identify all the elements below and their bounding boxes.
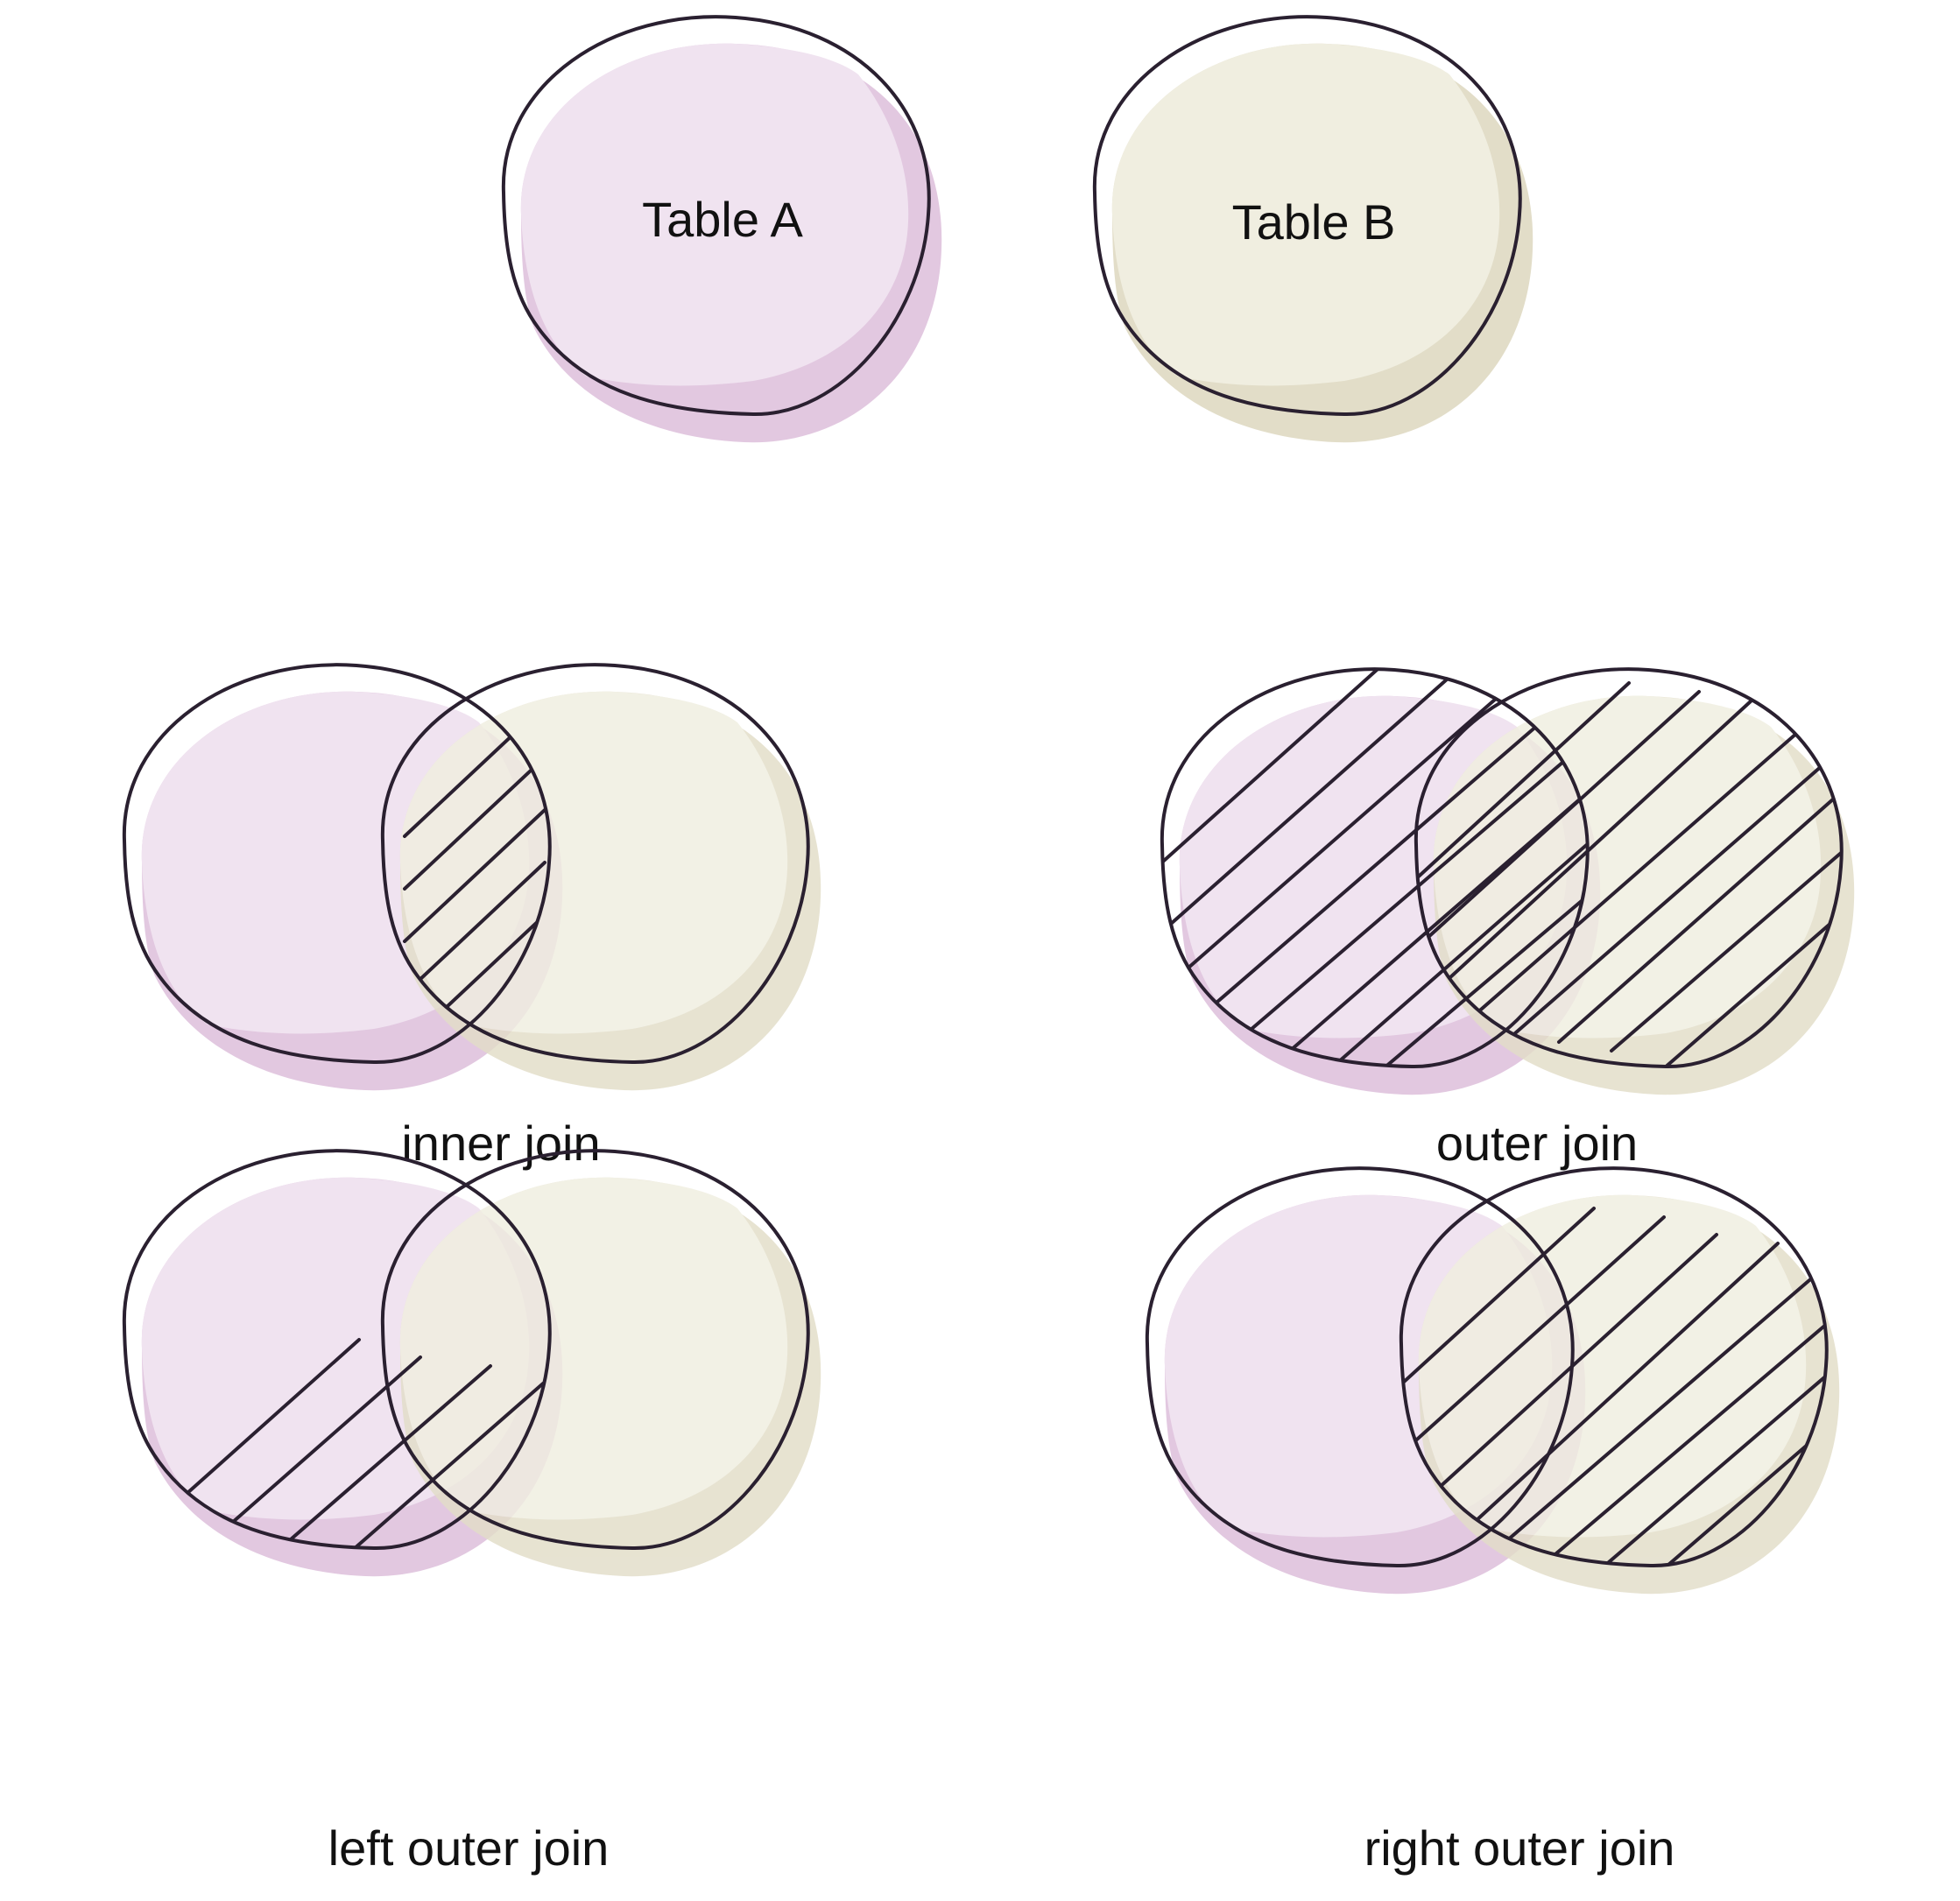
outer-join-hatch-a xyxy=(1161,669,1588,1067)
table-b-label: Table B xyxy=(1232,194,1396,250)
right-outer-join-label: right outer join xyxy=(1364,1820,1675,1876)
right-outer-join-diagram xyxy=(1145,1166,1840,1595)
outer-join-label: outer join xyxy=(1436,1116,1638,1171)
table-a-label: Table A xyxy=(642,192,803,247)
inner-join-label: inner join xyxy=(401,1116,600,1171)
left-outer-join-diagram xyxy=(122,1149,821,1577)
right-outer-join-hatch xyxy=(1400,1207,1827,1567)
outer-join-diagram xyxy=(1160,667,1855,1095)
left-outer-join-label: left outer join xyxy=(328,1820,610,1876)
right-outer-join-table-b-blob xyxy=(1418,1194,1840,1595)
inner-join-diagram xyxy=(122,663,821,1091)
